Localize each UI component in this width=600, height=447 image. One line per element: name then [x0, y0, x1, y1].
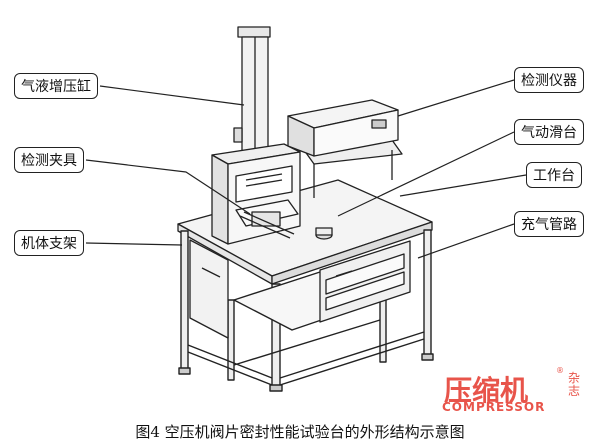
logo-main-text: 压缩机: [444, 374, 529, 407]
side-panel: [189, 239, 229, 339]
leader-lines: [85, 79, 527, 259]
label-pneumatic-slide: 气动滑台: [514, 119, 584, 145]
label-worktable: 工作台: [526, 162, 582, 188]
test-instrument: [287, 99, 403, 198]
label-machine-frame: 机体支架: [14, 230, 84, 256]
label-test-fixture: 检测夹具: [14, 147, 84, 173]
compressor-magazine-logo: 压缩机 ® 杂志 COMPRESSOR: [440, 366, 590, 417]
valve-part: [315, 227, 333, 240]
label-air-line: 充气管路: [514, 211, 584, 237]
worktable-top: [177, 179, 433, 285]
label-booster-cylinder: 气液增压缸: [14, 73, 98, 99]
logo-magazine-text: 杂志: [568, 371, 581, 398]
drawer-unit: [319, 240, 411, 323]
press-frame: [211, 143, 301, 245]
label-test-instrument: 检测仪器: [514, 67, 584, 93]
test-fixture: [235, 199, 299, 239]
logo-subtitle: COMPRESSOR: [442, 400, 546, 414]
logo-registered-mark: ®: [556, 366, 564, 375]
figure-caption: 图4 空压机阀片密封性能试验台的外形结构示意图: [135, 423, 465, 441]
booster-cylinder: [233, 26, 271, 156]
